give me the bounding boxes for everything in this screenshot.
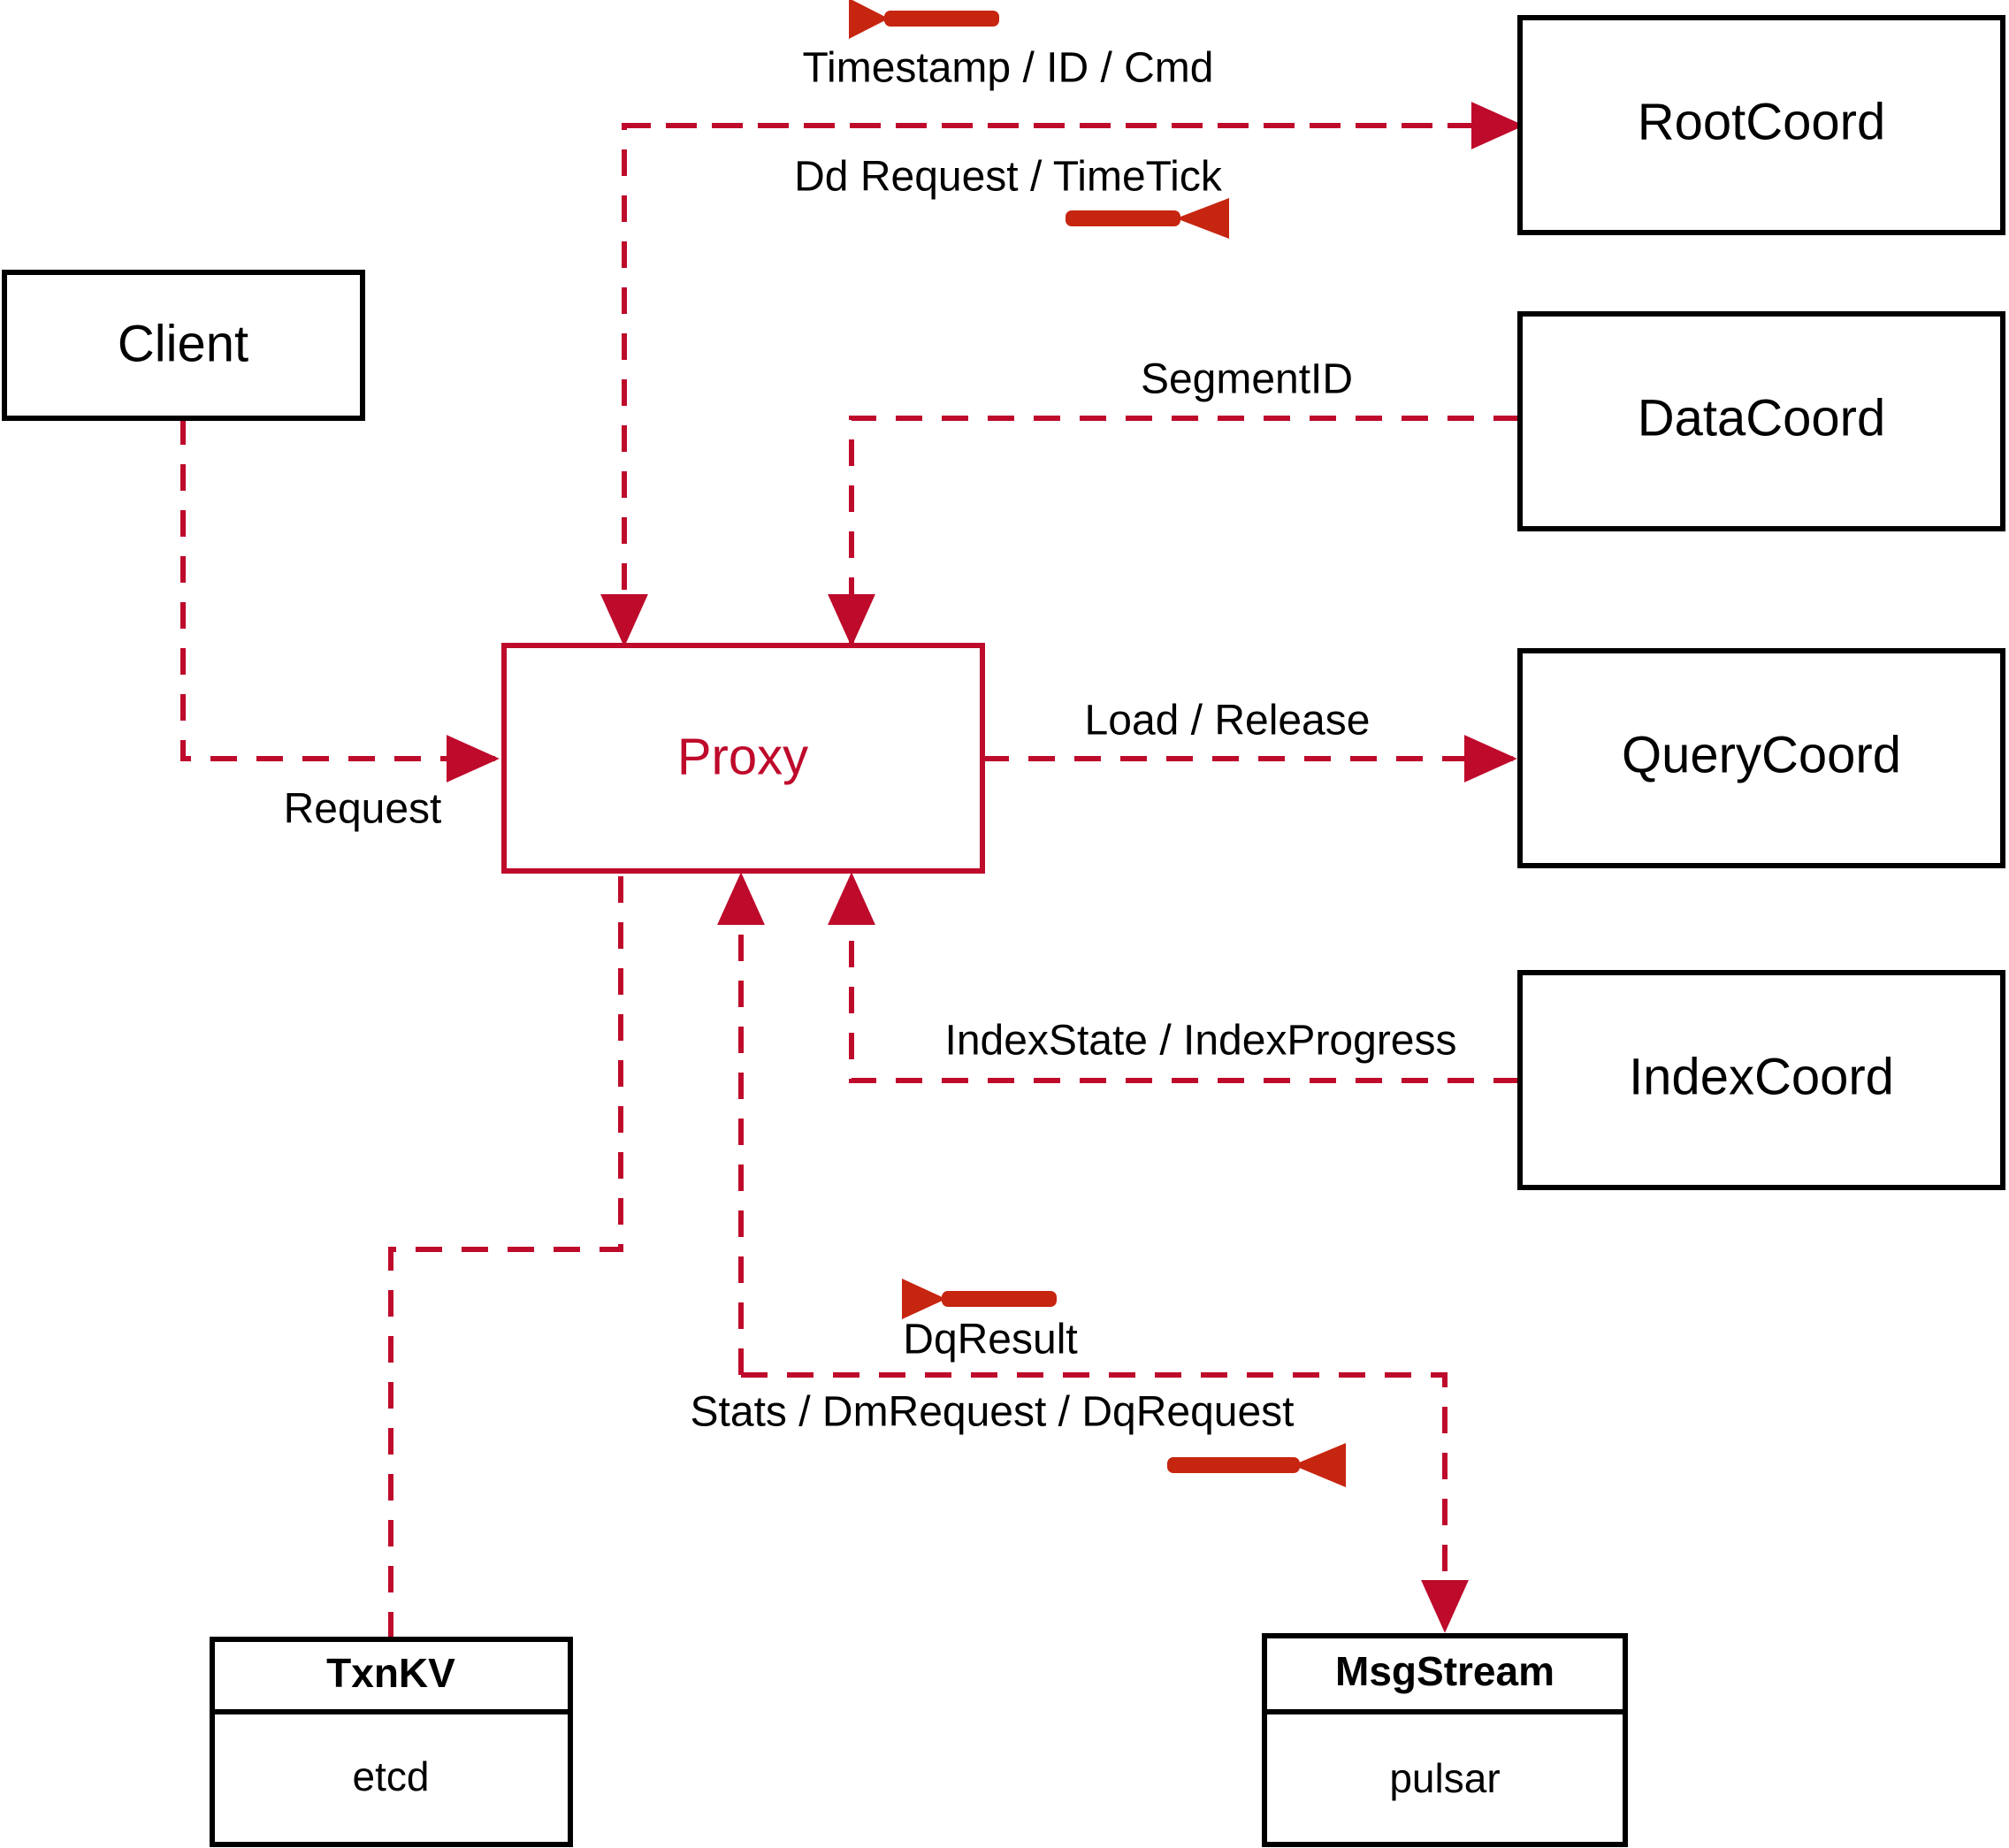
edge-rootcoord-proxy xyxy=(600,123,1520,647)
edge-label-dd-request-timetick: Dd Request / TimeTick xyxy=(794,154,1223,201)
node-client-label: Client xyxy=(118,315,248,372)
edge-label-indexstate-indexprogress: IndexState / IndexProgress xyxy=(945,1018,1457,1065)
edge-client-proxy xyxy=(180,418,500,783)
node-client[interactable]: Client xyxy=(2,270,365,421)
node-querycoord[interactable]: QueryCoord xyxy=(1517,648,2005,868)
node-proxy-label: Proxy xyxy=(677,728,808,785)
node-msgstream-impl: pulsar xyxy=(1389,1755,1500,1801)
edge-label-load-release: Load / Release xyxy=(1085,698,1371,745)
edge-label-timestamp-id-cmd: Timestamp / ID / Cmd xyxy=(803,45,1214,92)
node-txnkv[interactable]: TxnKV etcd xyxy=(210,1637,573,1847)
direction-arrow-right-ddrequest xyxy=(1066,198,1229,239)
direction-arrow-left-timestamp xyxy=(849,0,999,39)
edge-proxy-msgstream xyxy=(741,1372,1469,1633)
node-datacoord-label: DataCoord xyxy=(1638,389,1885,447)
edge-indexcoord-proxy xyxy=(828,872,1520,1083)
node-indexcoord[interactable]: IndexCoord xyxy=(1517,970,2005,1190)
direction-arrow-right-dqrequest xyxy=(1167,1443,1346,1487)
node-txnkv-impl: etcd xyxy=(353,1753,430,1799)
edge-label-stats-dmrequest-dqrequest: Stats / DmRequest / DqRequest xyxy=(691,1389,1295,1436)
direction-arrow-left-dqresult xyxy=(902,1279,1057,1319)
edge-label-request: Request xyxy=(284,786,442,833)
node-datacoord[interactable]: DataCoord xyxy=(1517,311,2005,531)
edge-label-segmentid: SegmentID xyxy=(1141,356,1353,403)
node-rootcoord[interactable]: RootCoord xyxy=(1517,15,2005,235)
edge-datacoord-proxy xyxy=(828,416,1520,647)
node-msgstream[interactable]: MsgStream pulsar xyxy=(1262,1633,1628,1847)
edge-label-dqresult: DqResult xyxy=(903,1317,1077,1363)
node-indexcoord-label: IndexCoord xyxy=(1629,1048,1894,1105)
edge-proxy-txnkv xyxy=(388,876,623,1637)
node-querycoord-label: QueryCoord xyxy=(1622,726,1901,783)
node-rootcoord-label: RootCoord xyxy=(1638,93,1885,150)
node-proxy[interactable]: Proxy xyxy=(501,643,985,874)
node-txnkv-title: TxnKV xyxy=(326,1650,455,1696)
node-msgstream-title: MsgStream xyxy=(1335,1648,1554,1694)
